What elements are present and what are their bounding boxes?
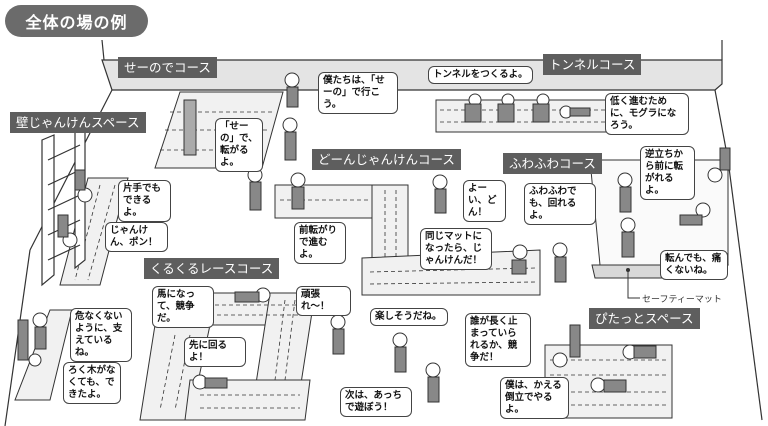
mat-kuru-bottom (184, 379, 311, 421)
child-figure (290, 172, 306, 210)
child-figure (464, 93, 482, 123)
mat-doon-1 (274, 184, 373, 219)
speech-bubble: 「せーの」で、転がるよ。 (215, 118, 263, 172)
child-figure (74, 169, 93, 203)
area-label-seeno: せーのでコース (118, 57, 217, 78)
speech-bubble: 前転がりで進むよ。 (294, 222, 346, 264)
speech-bubble: 片手でもできるよ。 (118, 180, 171, 222)
page-title: 全体の場の例 (5, 5, 148, 37)
area-label-fuwafuwa: ふわふわコース (503, 153, 602, 174)
child-figure (32, 312, 48, 350)
area-label-doon: どーんじゃんけんコース (312, 149, 461, 170)
child-figure (617, 172, 633, 213)
children-figures (17, 72, 731, 403)
speech-bubble: 危なくないように、支えているね。 (70, 308, 132, 362)
speech-bubble: 転んでも、痛くないね。 (660, 250, 728, 280)
child-figure (511, 244, 528, 275)
child-figure (552, 324, 581, 368)
mats (14, 91, 729, 421)
child-figure (183, 99, 197, 156)
child-figure (192, 374, 228, 390)
child-figure (620, 217, 636, 258)
child-figure (559, 105, 591, 119)
speech-bubble: じゃんけん、ポン！ (105, 222, 168, 252)
wall-bars (41, 117, 86, 287)
speech-bubble: ろく木がなくても、できたよ。 (63, 362, 121, 404)
speech-bubble: トンネルをつくるよ。 (428, 66, 533, 84)
child-figure (497, 93, 515, 123)
speech-bubble: 僕たちは、「せーの」で行こう。 (318, 72, 398, 114)
mat-support (14, 309, 73, 401)
speech-bubble: よーい、どん！ (463, 180, 506, 222)
child-figure (679, 202, 711, 226)
child-figure (330, 314, 346, 355)
speech-bubble: 楽しそうだね。 (370, 308, 448, 326)
child-figure (707, 147, 731, 183)
area-label-kabe: 壁じゃんけんスペース (10, 112, 146, 133)
child-figure (622, 344, 657, 360)
speech-bubble: 誰が長く止まっていられるか、競争だ！ (465, 313, 531, 367)
speech-bubble: 低く進むために、モグラになろう。 (605, 93, 689, 135)
child-figure (590, 377, 627, 393)
speech-bubble: ふわふわでも、回れるよ。 (524, 183, 596, 225)
area-label-tunnel: トンネルコース (543, 54, 642, 75)
speech-bubble: 逆立ちから前に転がれるよ。 (640, 146, 695, 200)
child-figure (17, 319, 42, 367)
child-figure (57, 214, 78, 248)
speech-bubble: 僕は、かえる倒立でやるよ。 (500, 377, 569, 419)
speech-bubble: 頑張れ〜！ (296, 286, 351, 316)
safety-mat-leader (627, 270, 640, 299)
mat-doon-2 (371, 184, 409, 266)
speech-bubble: 馬になって、競争だ。 (152, 286, 214, 328)
child-figure (234, 287, 271, 303)
child-figure (247, 167, 263, 211)
child-figure (552, 242, 568, 283)
child-figure (532, 93, 550, 123)
child-figure (282, 117, 298, 161)
safety-mat-label: セーフティーマット (642, 295, 722, 305)
child-figure (432, 174, 448, 214)
area-label-pitatto: ぴたっとスペース (589, 308, 700, 329)
area-label-kurukuru: くるくるレースコース (144, 258, 280, 279)
speech-bubble: 次は、あっちで遊ぼう！ (340, 387, 412, 417)
child-figure (425, 362, 441, 403)
child-figure (284, 72, 300, 108)
child-figure (392, 332, 408, 373)
speech-bubble: 先に回るよ！ (184, 337, 246, 367)
speech-bubble: 同じマットになったら、じゃんけんだ！ (420, 228, 492, 270)
